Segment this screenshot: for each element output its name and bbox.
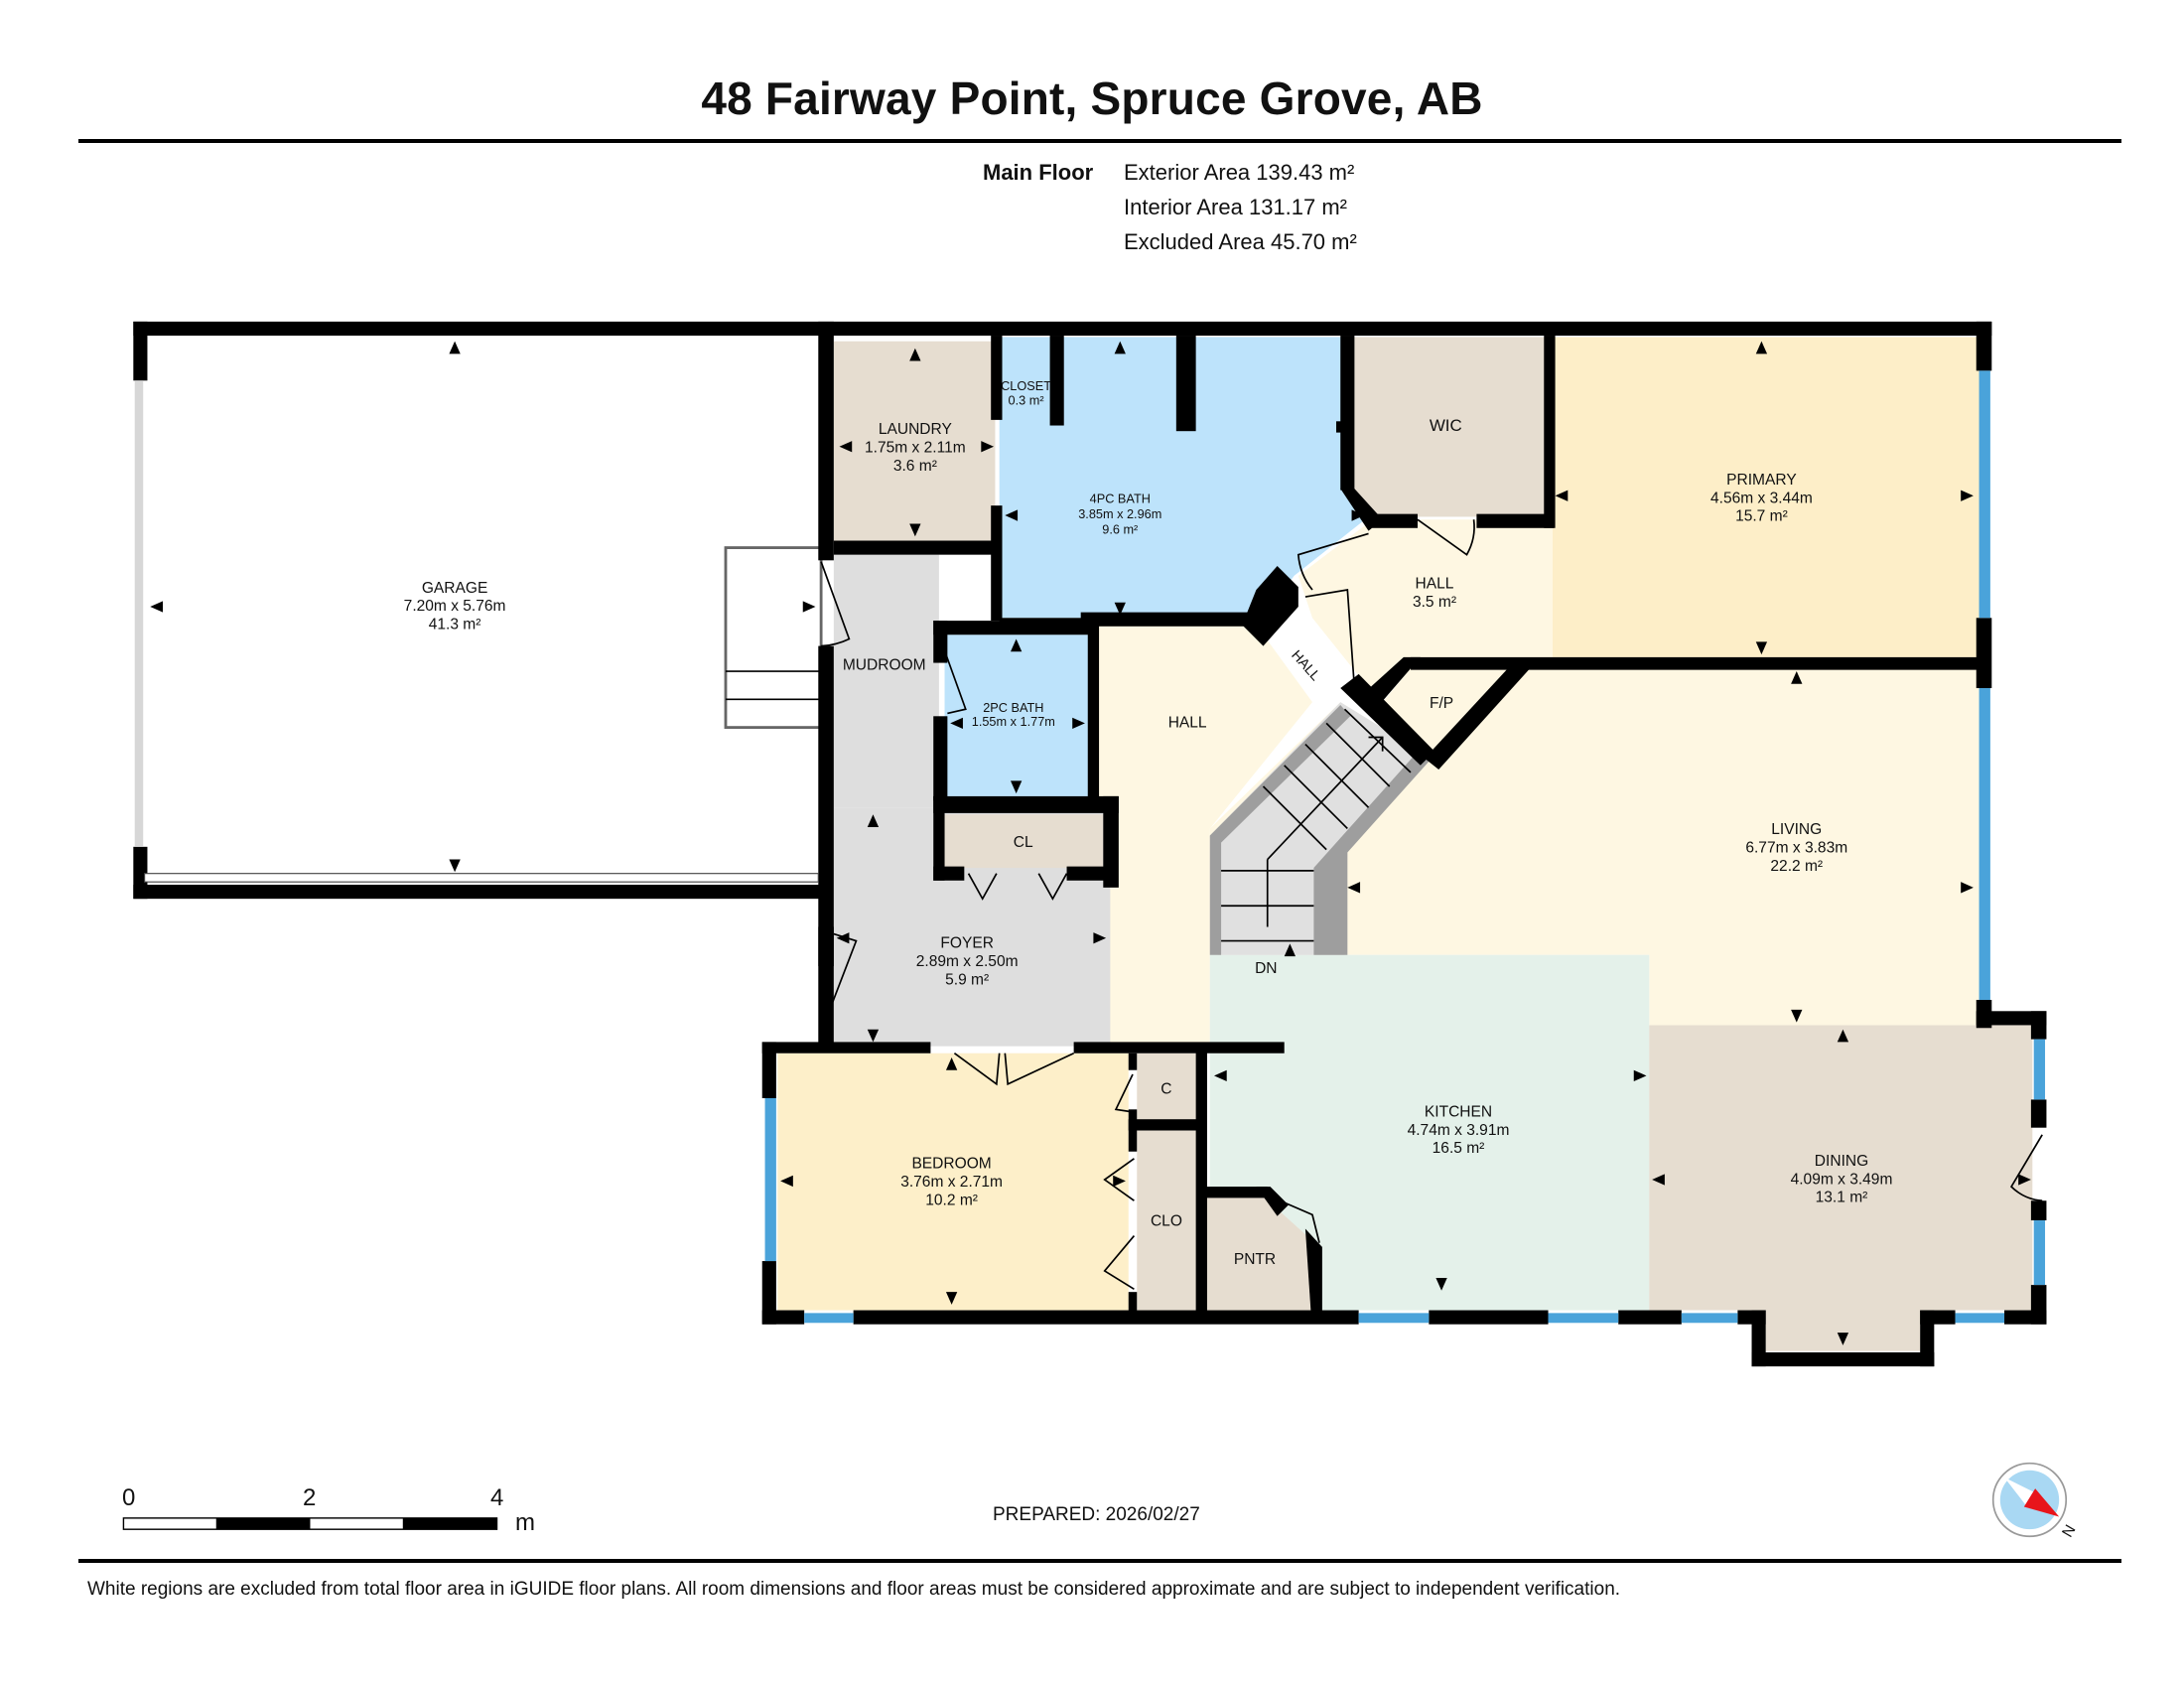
prepared-date: PREPARED: 2026/02/27 bbox=[993, 1504, 1200, 1525]
windows bbox=[764, 370, 2046, 1324]
hall-upper-area: 3.5 m² bbox=[1413, 594, 1456, 611]
bedroom-label: BEDROOM bbox=[911, 1156, 991, 1173]
c-floor bbox=[1137, 1053, 1198, 1121]
walls bbox=[133, 321, 2047, 1367]
primary-label: PRIMARY bbox=[1726, 472, 1797, 489]
c-label: C bbox=[1160, 1081, 1171, 1098]
kitchen-area: 16.5 m² bbox=[1433, 1140, 1485, 1157]
scale-tick-2: 2 bbox=[303, 1484, 317, 1511]
cl-label: CL bbox=[1014, 834, 1033, 851]
hall-main-floor bbox=[1097, 625, 1312, 1047]
garage-area: 41.3 m² bbox=[429, 617, 481, 633]
wic-floor bbox=[1354, 337, 1548, 517]
bath4-floor bbox=[999, 337, 1369, 619]
garage-door bbox=[134, 380, 144, 847]
excluded-area: Excluded Area 45.70 m² bbox=[1124, 229, 1357, 254]
fp-label: F/P bbox=[1430, 695, 1453, 712]
dining-area: 13.1 m² bbox=[1816, 1190, 1868, 1206]
footer-divider bbox=[78, 1559, 2121, 1563]
garage-door-inner bbox=[144, 873, 819, 883]
scale-bar bbox=[122, 1517, 498, 1530]
laundry-dims: 1.75m x 2.11m bbox=[865, 439, 966, 456]
kitchen-label: KITCHEN bbox=[1425, 1103, 1492, 1120]
page-title: 48 Fairway Point, Spruce Grove, AB bbox=[701, 72, 1483, 124]
hall-upper-floor bbox=[1297, 519, 1553, 689]
kitchen-dims: 4.74m x 3.91m bbox=[1408, 1122, 1510, 1139]
dining-label: DINING bbox=[1815, 1153, 1868, 1170]
laundry-floor bbox=[833, 341, 996, 541]
primary-dims: 4.56m x 3.44m bbox=[1710, 490, 1813, 506]
compass-icon: N bbox=[1991, 1462, 2080, 1540]
dimension-arrows bbox=[150, 341, 2031, 1345]
living-area: 22.2 m² bbox=[1770, 858, 1823, 875]
cl-floor bbox=[944, 814, 1104, 869]
dining-floor bbox=[1649, 1025, 2033, 1351]
pntr-floor bbox=[1204, 1196, 1320, 1311]
bath2-floor bbox=[944, 634, 1090, 796]
room-fills bbox=[144, 334, 2033, 1351]
closet-area: 0.3 m² bbox=[1009, 392, 1044, 407]
bedroom-floor bbox=[777, 1053, 1129, 1311]
dining-dims: 4.09m x 3.49m bbox=[1791, 1171, 1893, 1188]
foyer-dims: 2.89m x 2.50m bbox=[916, 953, 1019, 970]
floor-label: Main Floor bbox=[983, 160, 1094, 185]
garage-steps bbox=[724, 546, 823, 730]
primary-area: 15.7 m² bbox=[1735, 508, 1788, 525]
living-dims: 6.77m x 3.83m bbox=[1745, 839, 1847, 856]
bedroom-dims: 3.76m x 2.71m bbox=[900, 1174, 1003, 1191]
bath2-label: 2PC BATH bbox=[983, 700, 1043, 715]
compass-north-label: N bbox=[2059, 1522, 2079, 1540]
header-divider bbox=[78, 139, 2121, 143]
garage-label: GARAGE bbox=[422, 580, 488, 597]
laundry-area: 3.6 m² bbox=[893, 458, 937, 475]
foyer-label: FOYER bbox=[940, 935, 994, 952]
scale-tick-4: 4 bbox=[490, 1484, 504, 1511]
scale-tick-0: 0 bbox=[122, 1484, 136, 1511]
scale-unit: m bbox=[515, 1509, 535, 1536]
foyer-area: 5.9 m² bbox=[945, 971, 989, 988]
pntr-label: PNTR bbox=[1234, 1251, 1276, 1268]
clo-floor bbox=[1137, 1130, 1198, 1311]
exterior-area: Exterior Area 139.43 m² bbox=[1124, 160, 1355, 185]
hall-upper-label: HALL bbox=[1416, 576, 1454, 593]
clo-label: CLO bbox=[1151, 1213, 1182, 1230]
wic-label: WIC bbox=[1430, 416, 1462, 435]
bath2-dims: 1.55m x 1.77m bbox=[972, 714, 1055, 729]
mudroom-floor bbox=[833, 554, 939, 808]
garage-floor bbox=[144, 334, 822, 883]
hall-main-label: HALL bbox=[1168, 715, 1207, 732]
laundry-label: LAUNDRY bbox=[879, 421, 953, 438]
garage-dims: 7.20m x 5.76m bbox=[404, 598, 506, 615]
interior-area: Interior Area 131.17 m² bbox=[1124, 195, 1348, 219]
bedroom-area: 10.2 m² bbox=[925, 1192, 978, 1208]
doors[interactable] bbox=[820, 518, 2043, 1291]
mudroom-label: MUDROOM bbox=[843, 657, 926, 674]
bath4-dims: 3.85m x 2.96m bbox=[1078, 506, 1161, 521]
living-label: LIVING bbox=[1771, 821, 1822, 838]
primary-floor bbox=[1552, 337, 1980, 657]
stairs-down-label: DN bbox=[1255, 960, 1277, 977]
disclaimer: White regions are excluded from total fl… bbox=[87, 1579, 1621, 1600]
closet-label: CLOSET bbox=[1001, 378, 1051, 393]
staircase bbox=[1209, 702, 1433, 955]
bath4-label: 4PC BATH bbox=[1090, 491, 1151, 505]
bath4-area: 9.6 m² bbox=[1102, 521, 1138, 536]
